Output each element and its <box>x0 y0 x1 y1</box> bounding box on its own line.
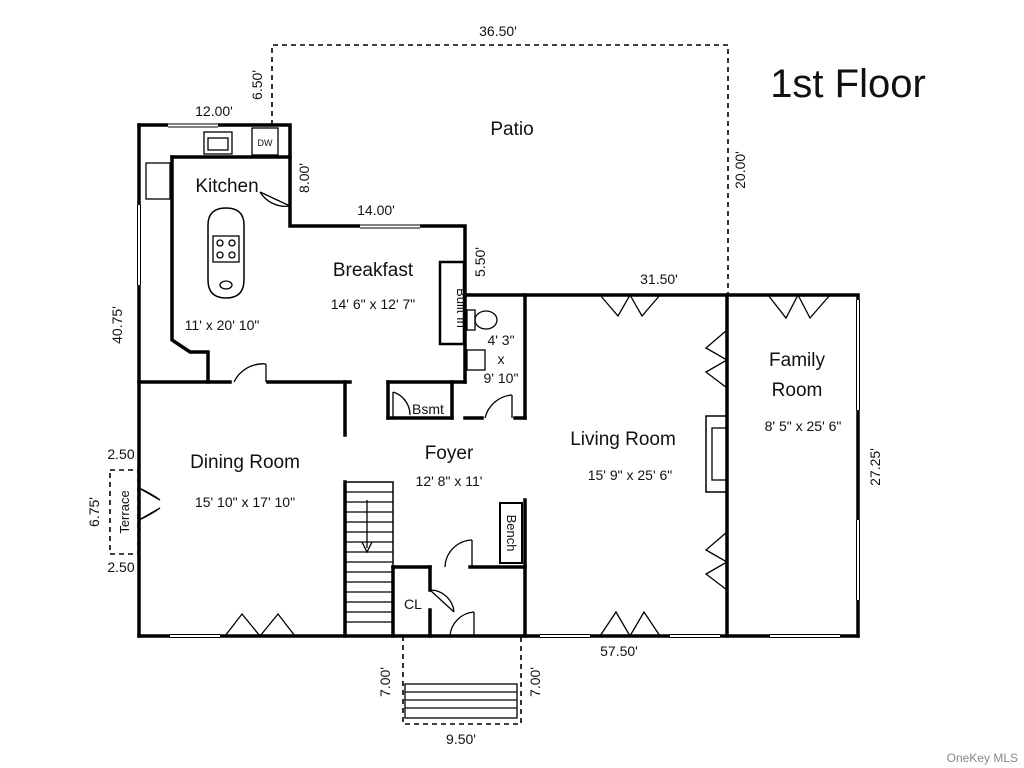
breakfast-size: 14' 6" x 12' 7" <box>331 296 416 312</box>
dim-kitchen-jog: 6.50' <box>249 70 265 100</box>
half-bath-size-x: x <box>498 351 505 367</box>
dining-room-size: 15' 10" x 17' 10" <box>195 494 295 510</box>
stoop-outline <box>402 636 522 725</box>
dim-right-depth: 27.25' <box>867 448 883 486</box>
dim-stoop-left: 7.00' <box>377 667 393 697</box>
kitchen-sink-icon <box>203 131 233 155</box>
watermark: OneKey MLS <box>947 751 1018 765</box>
interior-walls <box>137 155 729 638</box>
family-room-label-line2: Room <box>772 380 823 401</box>
doors <box>138 191 831 638</box>
terrace-label: Terrace <box>117 490 132 533</box>
family-room-label-line1: Family <box>769 350 825 371</box>
dim-kitchen-side: 8.00' <box>296 163 312 193</box>
dim-kitchen-width: 12.00' <box>195 103 233 119</box>
bath-sink-icon <box>466 349 486 371</box>
dim-terrace-bottom: 2.50 <box>107 559 134 575</box>
built-in-cabinet <box>438 260 466 346</box>
dim-stoop-width: 9.50' <box>446 731 476 747</box>
dim-breakfast-width: 14.00' <box>357 202 395 218</box>
fireplace <box>705 415 728 493</box>
basement-label: Bsmt <box>412 401 444 417</box>
kitchen-label: Kitchen <box>195 176 258 197</box>
terrace-outline <box>109 469 139 555</box>
half-bath-size-line2: 9' 10" <box>484 370 519 386</box>
staircase <box>344 481 394 637</box>
family-room-size: 8' 5" x 25' 6" <box>765 418 842 434</box>
stoop-steps <box>404 683 518 719</box>
living-room-label: Living Room <box>570 429 676 450</box>
windows <box>136 122 862 640</box>
toilet-icon <box>466 309 498 331</box>
dim-left-depth: 40.75' <box>109 306 125 344</box>
dim-patio-width: 36.50' <box>479 23 517 39</box>
dining-room-label: Dining Room <box>190 452 300 473</box>
breakfast-label: Breakfast <box>333 260 414 281</box>
dim-front-width: 57.50' <box>600 643 638 659</box>
dim-terrace-depth: 6.75' <box>86 497 102 527</box>
floor-title: 1st Floor <box>770 62 926 106</box>
patio-outline <box>271 44 729 294</box>
bench <box>499 502 523 564</box>
refrigerator <box>145 162 171 200</box>
dim-rear-width: 31.50' <box>640 271 678 287</box>
patio-label: Patio <box>490 119 533 140</box>
dim-patio-depth: 20.00' <box>732 151 748 189</box>
bench-label: Bench <box>504 515 519 552</box>
kitchen-size: 11' x 20' 10" <box>185 317 260 333</box>
dishwasher <box>251 127 279 156</box>
living-room-size: 15' 9" x 25' 6" <box>588 467 673 483</box>
foyer-label: Foyer <box>425 443 474 464</box>
dim-terrace-top: 2.50 <box>107 446 134 462</box>
half-bath-size-line1: 4' 3" <box>487 332 514 348</box>
dim-breakfast-jog: 5.50' <box>472 247 488 277</box>
kitchen-island <box>207 207 245 299</box>
dim-stoop-right: 7.00' <box>527 667 543 697</box>
closet-label: CL <box>404 596 422 612</box>
foyer-size: 12' 8" x 11' <box>416 473 483 489</box>
built-in-label: Built In <box>454 288 469 328</box>
dishwasher-label: DW <box>258 138 273 148</box>
